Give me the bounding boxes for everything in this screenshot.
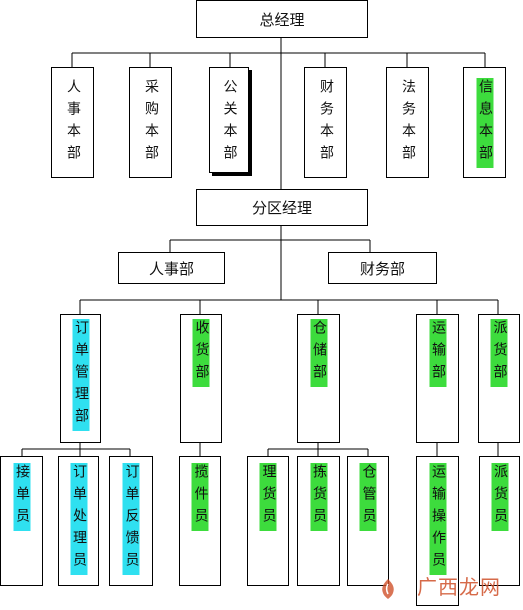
role-tally-label: 理货员 bbox=[259, 463, 277, 531]
hq-dept-finance: 财务本部 bbox=[304, 67, 347, 178]
branch-finance-label: 财务部 bbox=[359, 259, 405, 278]
role-order-taker: 接单员 bbox=[0, 456, 43, 586]
role-transport-operator-label: 运输操作员 bbox=[429, 463, 446, 575]
role-order-processor: 订单处理员 bbox=[58, 456, 99, 586]
role-warehouse-keeper: 仓管员 bbox=[347, 456, 389, 586]
role-transport-operator: 运输操作员 bbox=[416, 456, 459, 606]
hq-dept-it: 信息本部 bbox=[463, 67, 506, 178]
general-manager-label: 总经理 bbox=[259, 10, 305, 29]
role-picker-label: 拣货员 bbox=[310, 463, 327, 531]
role-order-taker-label: 接单员 bbox=[13, 463, 30, 531]
hq-dept-hr-label: 人事本部 bbox=[65, 79, 81, 167]
role-dispatcher: 派货员 bbox=[479, 456, 520, 586]
dept-transport-label: 运输部 bbox=[429, 319, 446, 387]
dept-dispatch: 派货部 bbox=[478, 314, 520, 443]
branch-manager-box: 分区经理 bbox=[196, 189, 368, 226]
watermark-logo-icon bbox=[382, 579, 394, 599]
hq-dept-procurement: 采购本部 bbox=[129, 67, 172, 178]
dept-order-management-label: 订单管理部 bbox=[72, 319, 89, 431]
general-manager-box: 总经理 bbox=[196, 0, 368, 38]
hq-dept-pr-label: 公关本部 bbox=[221, 79, 238, 167]
role-tally: 理货员 bbox=[247, 456, 289, 586]
hq-dept-legal: 法务本部 bbox=[386, 67, 429, 178]
dept-receiving: 收货部 bbox=[180, 314, 222, 443]
role-order-feedback: 订单反馈员 bbox=[109, 456, 153, 586]
hq-dept-legal-label: 法务本部 bbox=[400, 79, 416, 167]
role-dispatcher-label: 派货员 bbox=[491, 463, 508, 531]
role-order-processor-label: 订单处理员 bbox=[70, 463, 87, 575]
branch-hr-label: 人事部 bbox=[148, 259, 194, 278]
role-picker: 拣货员 bbox=[297, 456, 340, 586]
dept-transport: 运输部 bbox=[416, 314, 459, 443]
hq-dept-it-label: 信息本部 bbox=[476, 78, 493, 168]
role-warehouse-keeper-label: 仓管员 bbox=[359, 463, 377, 531]
branch-hr-box: 人事部 bbox=[118, 252, 225, 284]
hq-dept-hr: 人事本部 bbox=[51, 67, 94, 178]
dept-warehouse-label: 仓储部 bbox=[310, 319, 327, 387]
branch-finance-box: 财务部 bbox=[328, 252, 437, 284]
hq-dept-finance-label: 财务本部 bbox=[318, 79, 334, 167]
dept-receiving-label: 收货部 bbox=[192, 319, 210, 387]
watermark: 广西龙网 bbox=[417, 575, 501, 599]
dept-dispatch-label: 派货部 bbox=[490, 319, 508, 387]
hq-dept-procurement-label: 采购本部 bbox=[143, 79, 159, 167]
dept-warehouse: 仓储部 bbox=[297, 314, 340, 443]
role-pickup: 揽件员 bbox=[179, 456, 221, 586]
dept-order-management: 订单管理部 bbox=[60, 314, 101, 443]
hq-dept-pr: 公关本部 bbox=[209, 67, 249, 173]
role-pickup-label: 揽件员 bbox=[191, 463, 209, 531]
branch-manager-label: 分区经理 bbox=[251, 199, 312, 217]
role-order-feedback-label: 订单反馈员 bbox=[122, 463, 140, 575]
